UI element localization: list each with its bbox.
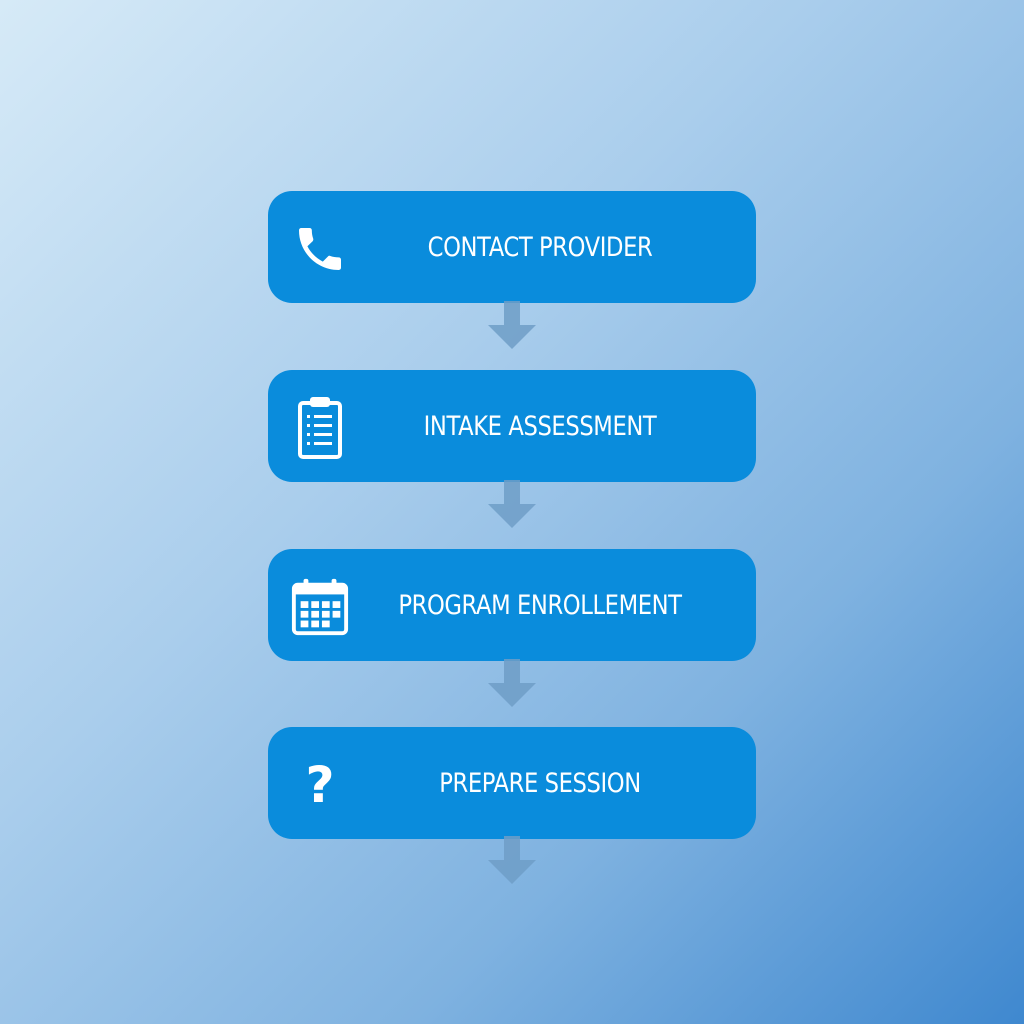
arrow-down-icon bbox=[486, 301, 538, 351]
step-label: PROGRAM ENROLLEMENT bbox=[398, 589, 682, 621]
step-intake-assessment[interactable]: INTAKE ASSESSMENT bbox=[268, 370, 756, 482]
step-label: INTAKE ASSESSMENT bbox=[423, 410, 657, 442]
clipboard-icon bbox=[290, 397, 350, 459]
phone-icon bbox=[290, 219, 350, 279]
step-contact-provider[interactable]: CONTACT PROVIDER bbox=[268, 191, 756, 303]
arrow-down-icon bbox=[486, 659, 538, 709]
step-program-enrollement[interactable]: PROGRAM ENROLLEMENT bbox=[268, 549, 756, 661]
step-label: PREPARE SESSION bbox=[439, 767, 641, 799]
step-prepare-session[interactable]: ? PREPARE SESSION bbox=[268, 727, 756, 839]
arrow-down-icon bbox=[486, 480, 538, 530]
step-label: CONTACT PROVIDER bbox=[427, 231, 653, 263]
arrow-down-icon bbox=[486, 836, 538, 886]
question-icon: ? bbox=[305, 756, 335, 814]
calendar-icon bbox=[290, 577, 350, 637]
